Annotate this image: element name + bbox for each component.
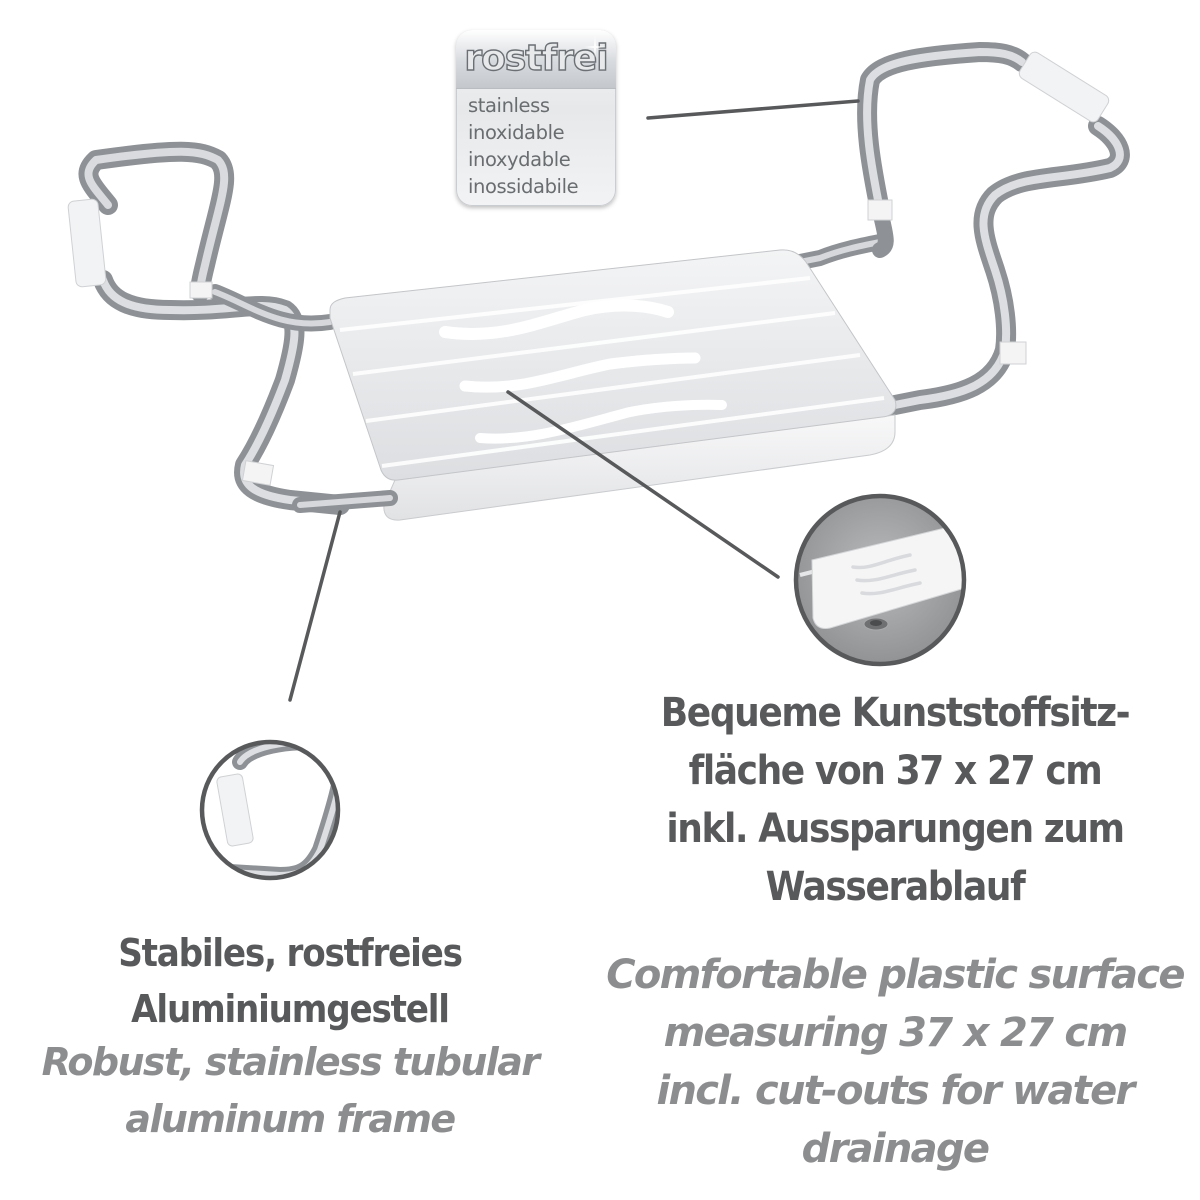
caption-line: drainage bbox=[801, 1126, 990, 1172]
badge-line-stainless: stainless bbox=[468, 94, 550, 117]
badge-line-inossidabile: inossidabile bbox=[468, 175, 579, 198]
seat-caption-english: Comfortable plastic surface measuring 37… bbox=[600, 946, 1190, 1178]
rostfrei-badge: rostfrei stainless inoxidable inoxydable… bbox=[456, 30, 616, 206]
frame-caption-english: Robust, stainless tubular aluminum frame bbox=[40, 1034, 540, 1148]
caption-line: inkl. Aussparungen zum bbox=[666, 806, 1125, 852]
caption-line: Bequeme Kunststoffsitz- bbox=[660, 690, 1131, 736]
caption-line: Wasserablauf bbox=[765, 864, 1026, 910]
leader-lines bbox=[288, 99, 860, 702]
frame-tubes bbox=[78, 42, 1130, 515]
badge-line-inoxydable: inoxydable bbox=[468, 148, 571, 171]
handle-sleeves bbox=[67, 51, 1110, 486]
caption-line: measuring 37 x 27 cm bbox=[663, 1010, 1129, 1056]
seat-caption-german: Bequeme Kunststoffsitz- fläche von 37 x … bbox=[600, 684, 1190, 916]
caption-line: fläche von 37 x 27 cm bbox=[688, 748, 1103, 794]
sparkle-icon bbox=[584, 36, 606, 58]
badge-header bbox=[456, 30, 616, 89]
caption-line: Robust, stainless tubular bbox=[41, 1040, 540, 1084]
frame-detail-lens bbox=[199, 739, 341, 881]
badge-title: rostfrei bbox=[464, 37, 610, 79]
frame-caption-german: Stabiles, rostfreies Aluminiumgestell bbox=[40, 925, 540, 1037]
caption-line: incl. cut-outs for water bbox=[656, 1068, 1135, 1114]
badge-line-inoxidable: inoxidable bbox=[468, 121, 565, 144]
caption-line: Aluminiumgestell bbox=[131, 987, 450, 1031]
seat bbox=[329, 249, 897, 521]
seat-detail-lens bbox=[793, 493, 967, 667]
caption-line: Comfortable plastic surface bbox=[606, 952, 1185, 998]
caption-line: Stabiles, rostfreies bbox=[118, 931, 463, 975]
caption-line: aluminum frame bbox=[125, 1097, 456, 1141]
badge-translations: stainless inoxidable inoxydable inossida… bbox=[468, 92, 610, 200]
